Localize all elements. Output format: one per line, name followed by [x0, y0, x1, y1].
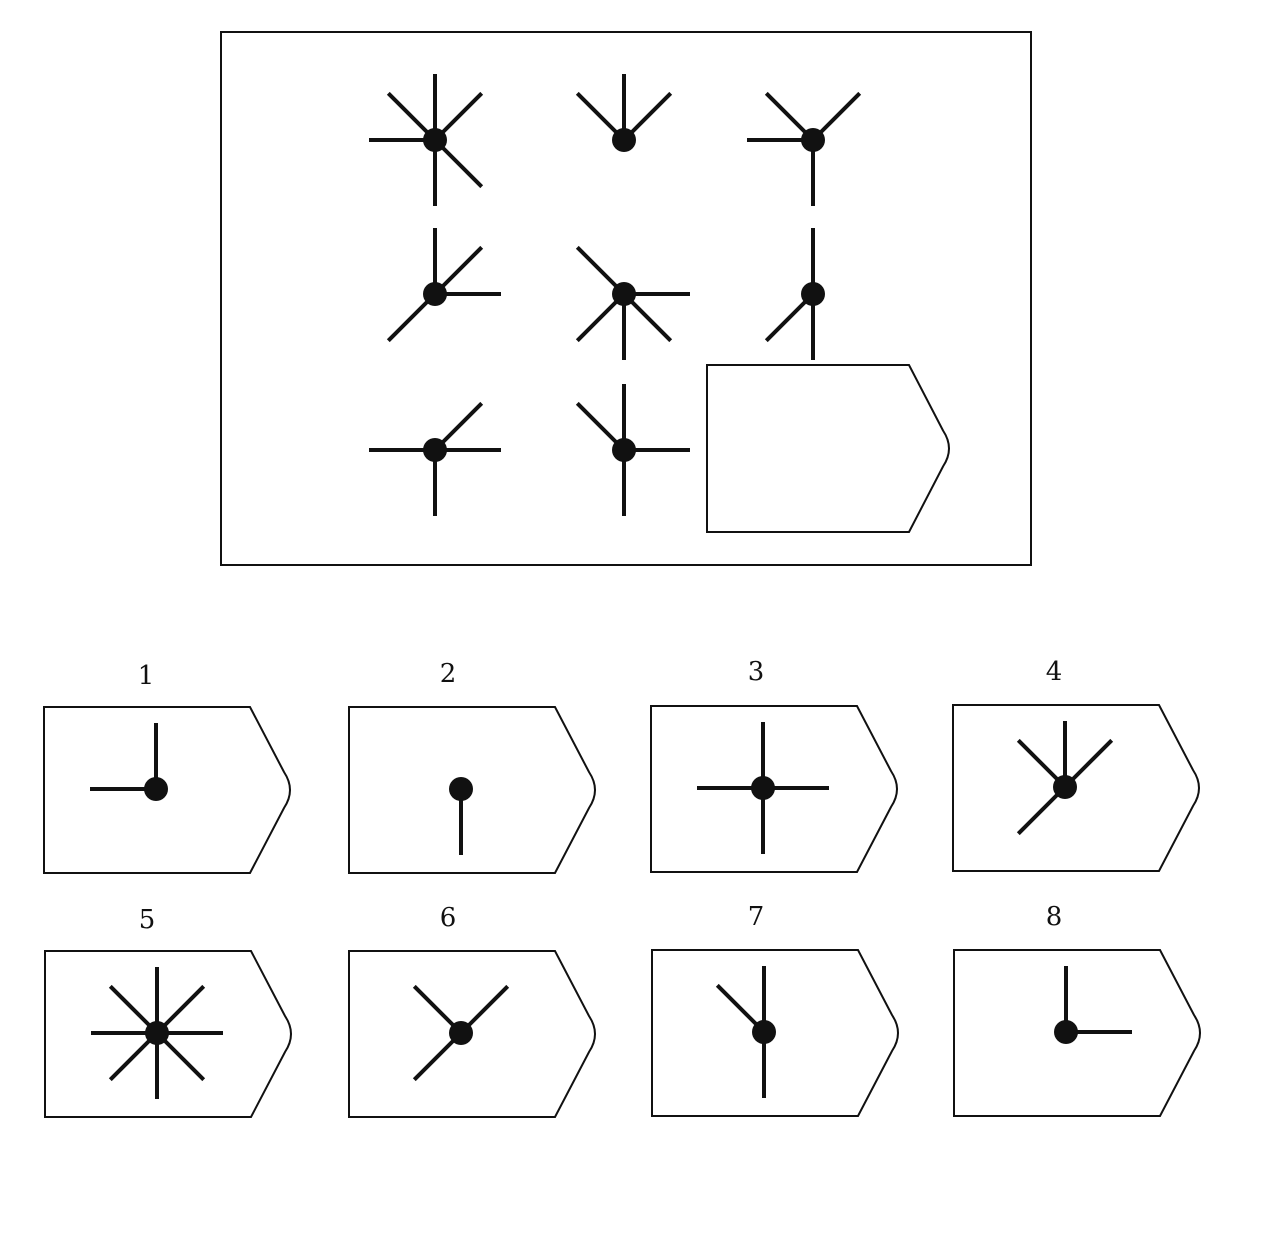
option-4-center-dot — [1053, 775, 1077, 799]
matrix-frame — [220, 31, 1032, 566]
option-5-card[interactable] — [44, 950, 292, 1118]
option-label-4: 4 — [1046, 657, 1063, 687]
missing-cell — [706, 364, 950, 533]
missing-cell-tag — [706, 364, 950, 533]
matrix-cell-r3c2 — [575, 384, 690, 516]
matrix-cell-r1c2-center-dot — [612, 128, 636, 152]
matrix-cell-r2c3 — [764, 228, 825, 360]
matrix-grid — [369, 74, 950, 533]
option-1-card[interactable] — [43, 706, 291, 874]
option-7-center-dot — [752, 1020, 776, 1044]
option-5-center-dot — [145, 1021, 169, 1045]
option-label-6: 6 — [440, 903, 457, 933]
option-6-center-dot — [449, 1021, 473, 1045]
option-label-2: 2 — [440, 659, 457, 689]
matrix-cell-r2c1-center-dot — [423, 282, 447, 306]
option-8-center-dot — [1054, 1020, 1078, 1044]
option-2-center-dot — [449, 777, 473, 801]
option-label-5: 5 — [139, 905, 156, 935]
option-4-card[interactable] — [952, 704, 1200, 872]
matrix-cell-r3c1-center-dot — [423, 438, 447, 462]
matrix-cell-r3c1 — [369, 401, 501, 516]
option-6-card[interactable] — [348, 950, 596, 1118]
option-8-card[interactable] — [953, 949, 1201, 1117]
matrix-cell-r1c2 — [575, 74, 673, 152]
matrix-cell-r2c1 — [386, 228, 501, 343]
option-label-1: 1 — [138, 661, 155, 691]
matrix-cell-r2c3-center-dot — [801, 282, 825, 306]
matrix-cell-r1c1-center-dot — [423, 128, 447, 152]
matrix-cell-r1c3-center-dot — [801, 128, 825, 152]
answer-options — [43, 704, 1201, 1118]
matrix-cell-r1c3 — [747, 91, 862, 206]
option-label-8: 8 — [1046, 902, 1063, 932]
option-1-center-dot — [144, 777, 168, 801]
matrix-cell-r2c2 — [575, 245, 690, 360]
matrix-cell-r2c2-center-dot — [612, 282, 636, 306]
option-labels: 1 2 3 4 5 6 7 8 — [138, 657, 1063, 935]
matrix-cell-r3c2-center-dot — [612, 438, 636, 462]
option-label-7: 7 — [748, 902, 765, 932]
option-3-center-dot — [751, 776, 775, 800]
matrix-cell-r1c1 — [369, 74, 484, 206]
option-7-card[interactable] — [651, 949, 899, 1117]
option-3-card[interactable] — [650, 705, 898, 873]
option-2-card[interactable] — [348, 706, 596, 874]
option-label-3: 3 — [748, 657, 765, 687]
